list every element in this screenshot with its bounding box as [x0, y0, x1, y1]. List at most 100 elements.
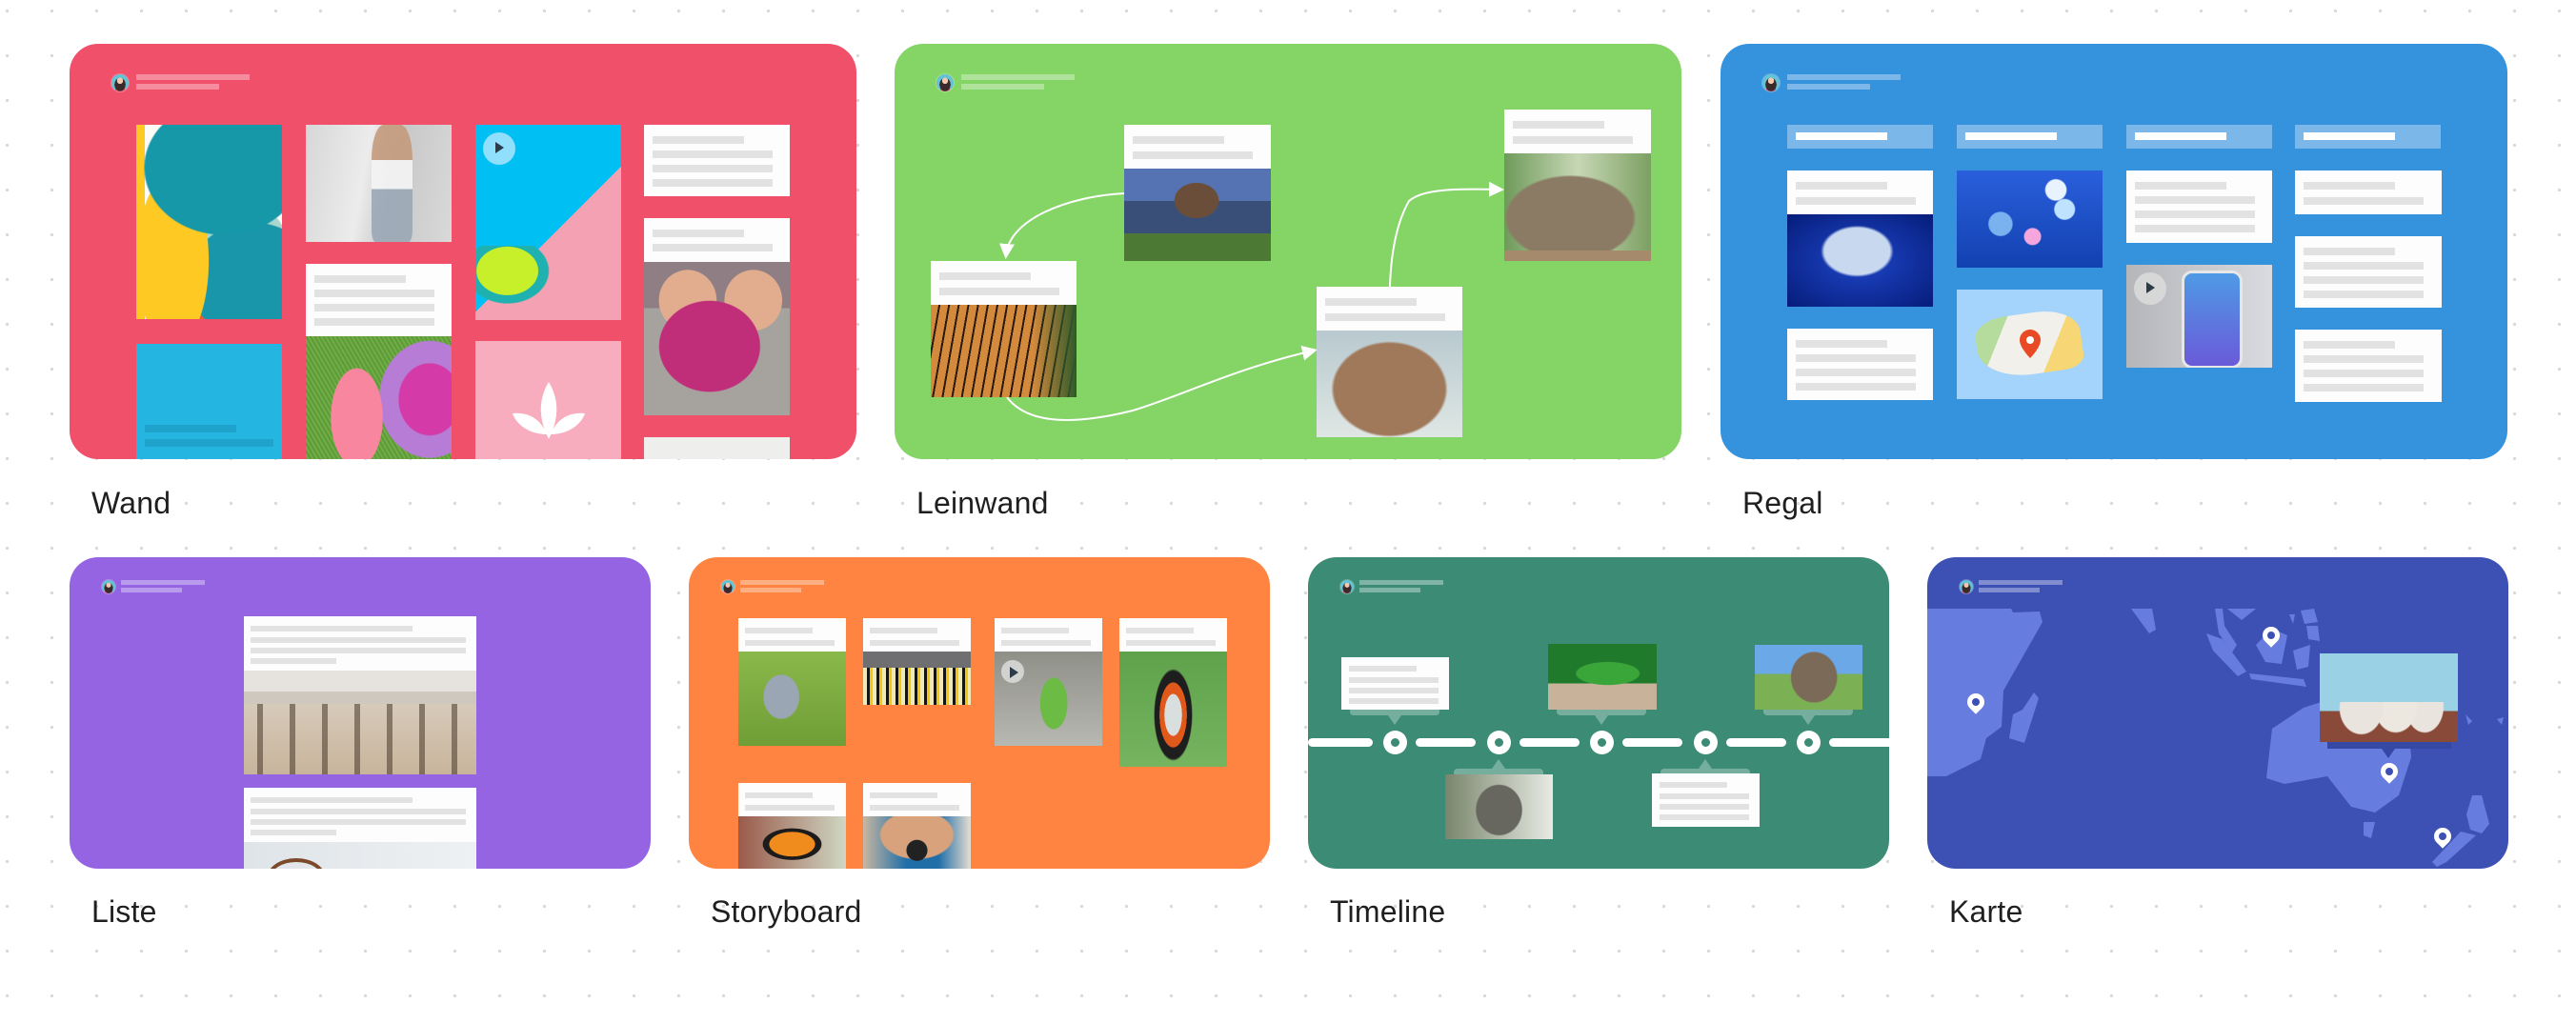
timeline-item-text	[1652, 773, 1760, 827]
title-placeholder	[136, 74, 250, 80]
format-preview-karte[interactable]	[1927, 557, 2508, 869]
post-butterfly	[738, 783, 846, 869]
format-preview-wand[interactable]	[70, 44, 856, 459]
post-video-phone	[2126, 265, 2272, 368]
subtitle-placeholder	[961, 84, 1044, 90]
avatar-icon	[1960, 580, 1973, 593]
post-chrysalis	[1119, 618, 1227, 767]
format-tile-liste[interactable]: Liste	[70, 557, 651, 957]
post-jellyfish-group	[1957, 170, 2103, 268]
subtitle-placeholder	[1359, 588, 1420, 592]
post-map	[1957, 290, 2103, 399]
post-text	[1787, 329, 1933, 400]
format-preview-liste[interactable]	[70, 557, 651, 869]
format-label[interactable]: Storyboard	[711, 894, 862, 929]
post-text	[2295, 170, 2442, 214]
timeline-pointer	[1801, 715, 1815, 725]
timeline-item-tab	[1557, 710, 1646, 715]
play-icon	[483, 132, 515, 165]
format-tile-leinwand[interactable]: Leinwand	[895, 44, 1681, 549]
post-text-image	[644, 218, 790, 415]
title-placeholder	[1787, 74, 1901, 80]
post-chrysalis-video	[995, 618, 1102, 746]
title-placeholder	[740, 580, 824, 585]
timeline-pointer	[1388, 715, 1401, 725]
timeline-marker	[1383, 731, 1407, 754]
play-icon	[2134, 272, 2166, 305]
format-tile-regal[interactable]: Regal	[1721, 44, 2507, 549]
format-label[interactable]: Karte	[1949, 894, 2023, 929]
avatar-icon	[111, 74, 129, 91]
subtitle-placeholder	[136, 84, 219, 90]
post-color-block	[136, 344, 282, 459]
post-jellyfish	[1787, 170, 1933, 307]
map-popup-shadow	[2327, 742, 2451, 749]
post-desk	[244, 788, 476, 869]
subtitle-placeholder	[1787, 84, 1870, 90]
map-pin-icon	[2020, 330, 2041, 358]
post-text	[2295, 236, 2442, 308]
map-popup-pointer	[2382, 749, 2395, 758]
format-label[interactable]: Leinwand	[916, 486, 1049, 520]
play-icon	[1001, 660, 1024, 683]
title-placeholder	[961, 74, 1075, 80]
timeline-marker	[1797, 731, 1821, 754]
subtitle-placeholder	[1979, 588, 2040, 592]
timeline-item-tab	[1454, 769, 1543, 774]
shelf-column-header	[2126, 125, 2272, 149]
format-label[interactable]: Wand	[91, 486, 171, 520]
subtitle-placeholder	[740, 588, 801, 592]
post-image-abstract	[136, 125, 282, 319]
subtitle-placeholder	[121, 588, 182, 592]
format-tile-timeline[interactable]: Timeline	[1308, 557, 1889, 957]
format-tile-karte[interactable]: Karte	[1927, 557, 2508, 957]
format-preview-timeline[interactable]	[1308, 557, 1889, 869]
format-tile-wand[interactable]: Wand	[70, 44, 856, 549]
format-tile-storyboard[interactable]: Storyboard	[689, 557, 1270, 957]
timeline-track	[1726, 738, 1786, 747]
timeline-item-tab	[1350, 710, 1439, 715]
format-preview-storyboard[interactable]	[689, 557, 1270, 869]
title-placeholder	[1979, 580, 2063, 585]
timeline-marker	[1590, 731, 1614, 754]
timeline-item-tab	[1660, 769, 1750, 774]
post-image-athlete	[306, 125, 452, 242]
timeline-track	[1622, 738, 1682, 747]
post-image-doodle	[644, 437, 790, 459]
timeline-item-lizard	[1548, 644, 1657, 710]
timeline-pointer	[1595, 715, 1608, 725]
post-lynx	[1317, 287, 1462, 437]
timeline-track	[1308, 738, 1373, 747]
post-video	[475, 125, 621, 320]
post-camels	[244, 616, 476, 774]
timeline-pointer	[1699, 759, 1712, 769]
avatar-icon	[1762, 74, 1780, 91]
timeline-marker	[1694, 731, 1718, 754]
avatar-icon	[721, 580, 735, 593]
title-placeholder	[121, 580, 205, 585]
post-image-leaf	[475, 341, 621, 459]
format-label[interactable]: Regal	[1742, 486, 1823, 520]
map-popup-opera-house	[2320, 653, 2458, 742]
format-preview-regal[interactable]	[1721, 44, 2507, 459]
title-placeholder	[1359, 580, 1443, 585]
timeline-item-trex	[1445, 774, 1553, 839]
post-egg	[738, 618, 846, 746]
post-text	[2126, 170, 2272, 243]
timeline-item-tab	[1763, 710, 1853, 715]
post-saber-cat	[1124, 125, 1271, 261]
format-label[interactable]: Timeline	[1330, 894, 1446, 929]
shelf-column-header	[2295, 125, 2441, 149]
timeline-track	[1416, 738, 1476, 747]
avatar-icon	[102, 580, 115, 593]
shelf-column-header	[1957, 125, 2103, 149]
timeline-pointer	[1492, 759, 1505, 769]
post-kid-magnifier	[863, 783, 971, 869]
avatar-icon	[936, 74, 954, 91]
post-tiger	[931, 261, 1077, 397]
post-text-image	[306, 264, 452, 459]
format-label[interactable]: Liste	[91, 894, 157, 929]
timeline-track	[1519, 738, 1580, 747]
timeline-item-raptor	[1755, 645, 1862, 710]
format-preview-leinwand[interactable]	[895, 44, 1681, 459]
